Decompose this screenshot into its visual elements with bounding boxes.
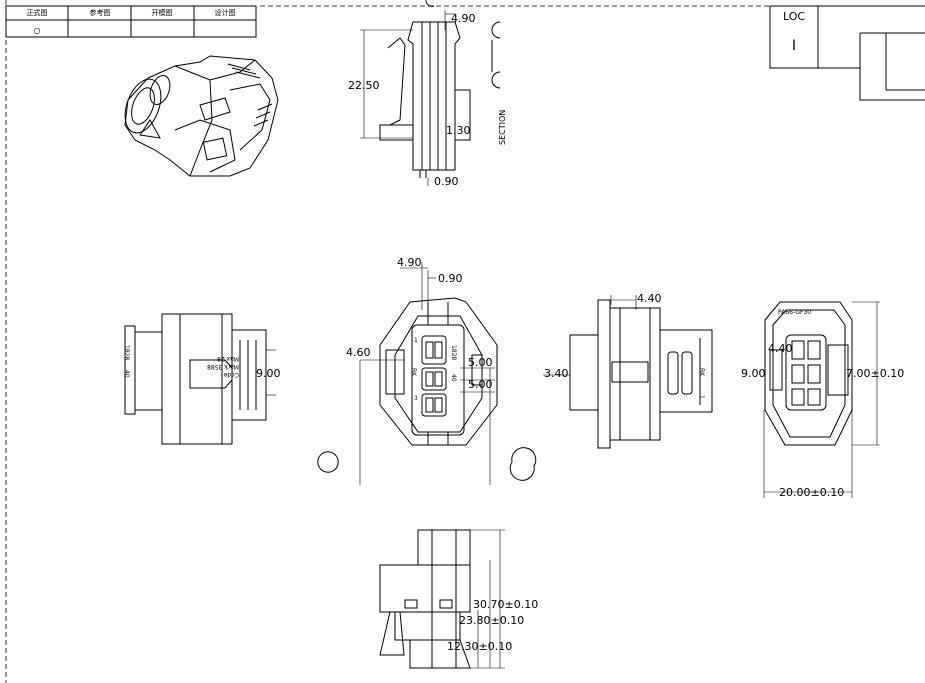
front-mark-4: 1828 <box>450 345 457 360</box>
dim-front-pitch1: 5.00 <box>468 356 493 369</box>
side-mark-1: 1828 <box>123 345 130 360</box>
title-mark: ○ <box>34 26 41 35</box>
dim-front-w1: 4.90 <box>397 256 422 269</box>
title-header-0: 正式图 <box>27 8 48 17</box>
dim-bottom-h2: 23.80±0.10 <box>459 614 524 627</box>
title-header-2: 开模图 <box>152 8 173 17</box>
sheet-frame <box>5 0 770 683</box>
front-mark-5: 40 <box>450 374 457 382</box>
dim-side-left-h: 9.00 <box>256 367 281 380</box>
dim-rear-h: 9.00 <box>741 367 766 380</box>
side-mark-5: Max 28 <box>217 355 239 362</box>
front-mark-1: BK <box>410 368 417 377</box>
right-mark-2: 1 <box>698 395 705 399</box>
loc-value: I <box>792 38 796 54</box>
side-mark-2: 40 <box>123 370 130 378</box>
rear-mark: PA66-GF30 <box>778 309 811 316</box>
dim-top-height: 22.50 <box>348 79 380 92</box>
rear-view: PA66-GF30 20.00±0.10 9.00 4.40 7.00±0.10 <box>741 301 904 499</box>
dim-rear-width: 20.00±0.10 <box>779 486 844 499</box>
right-side-view: BK 1 4.40 3.40 <box>543 292 713 449</box>
title-header-3: 设计图 <box>215 8 236 17</box>
side-mark-3: Code <box>223 371 239 378</box>
right-mark-1: BK <box>698 368 705 377</box>
side-mark-4: Mark 3588 <box>207 363 239 370</box>
title-block: 正式图 参考图 开模图 设计图 ○ <box>5 5 257 38</box>
title-header-1: 参考图 <box>90 8 111 17</box>
dim-front-h1: 4.60 <box>346 346 371 359</box>
dim-bottom-h1: 30.70±0.10 <box>473 598 538 611</box>
dim-top-gap: 1.30 <box>446 124 471 137</box>
dim-rear-top: 4.40 <box>768 342 793 355</box>
front-mark-2: 1 <box>414 337 418 344</box>
section-label: SECTION <box>498 110 507 145</box>
dim-front-w2: 0.90 <box>438 272 463 285</box>
dim-top-pin: 0.90 <box>434 175 459 188</box>
dim-right-side-w: 4.40 <box>637 292 662 305</box>
loc-box: LOC I <box>769 5 925 101</box>
dim-top-width: 4.90 <box>451 12 476 25</box>
front-mark-3: 3 <box>414 395 418 402</box>
dim-front-pitch2: 5.00 <box>468 378 493 391</box>
dim-rear-inner: 7.00±0.10 <box>846 367 904 380</box>
isometric-view <box>124 55 279 177</box>
dim-bottom-h3: 12.30±0.10 <box>447 640 512 653</box>
front-view: BK 1 3 1828 40 4.90 0.90 4.60 5.00 5.00 <box>317 256 537 485</box>
bottom-view: 30.70±0.10 23.80±0.10 12.30±0.10 <box>379 529 538 669</box>
loc-label: LOC <box>783 10 805 23</box>
dim-right-side-h: 3.40 <box>544 367 569 380</box>
top-section-view: 4.90 22.50 1.30 0.90 SECTION <box>348 0 507 188</box>
left-side-view: 1828 40 Code Mark 3588 Max 28 9.00 <box>123 313 281 445</box>
